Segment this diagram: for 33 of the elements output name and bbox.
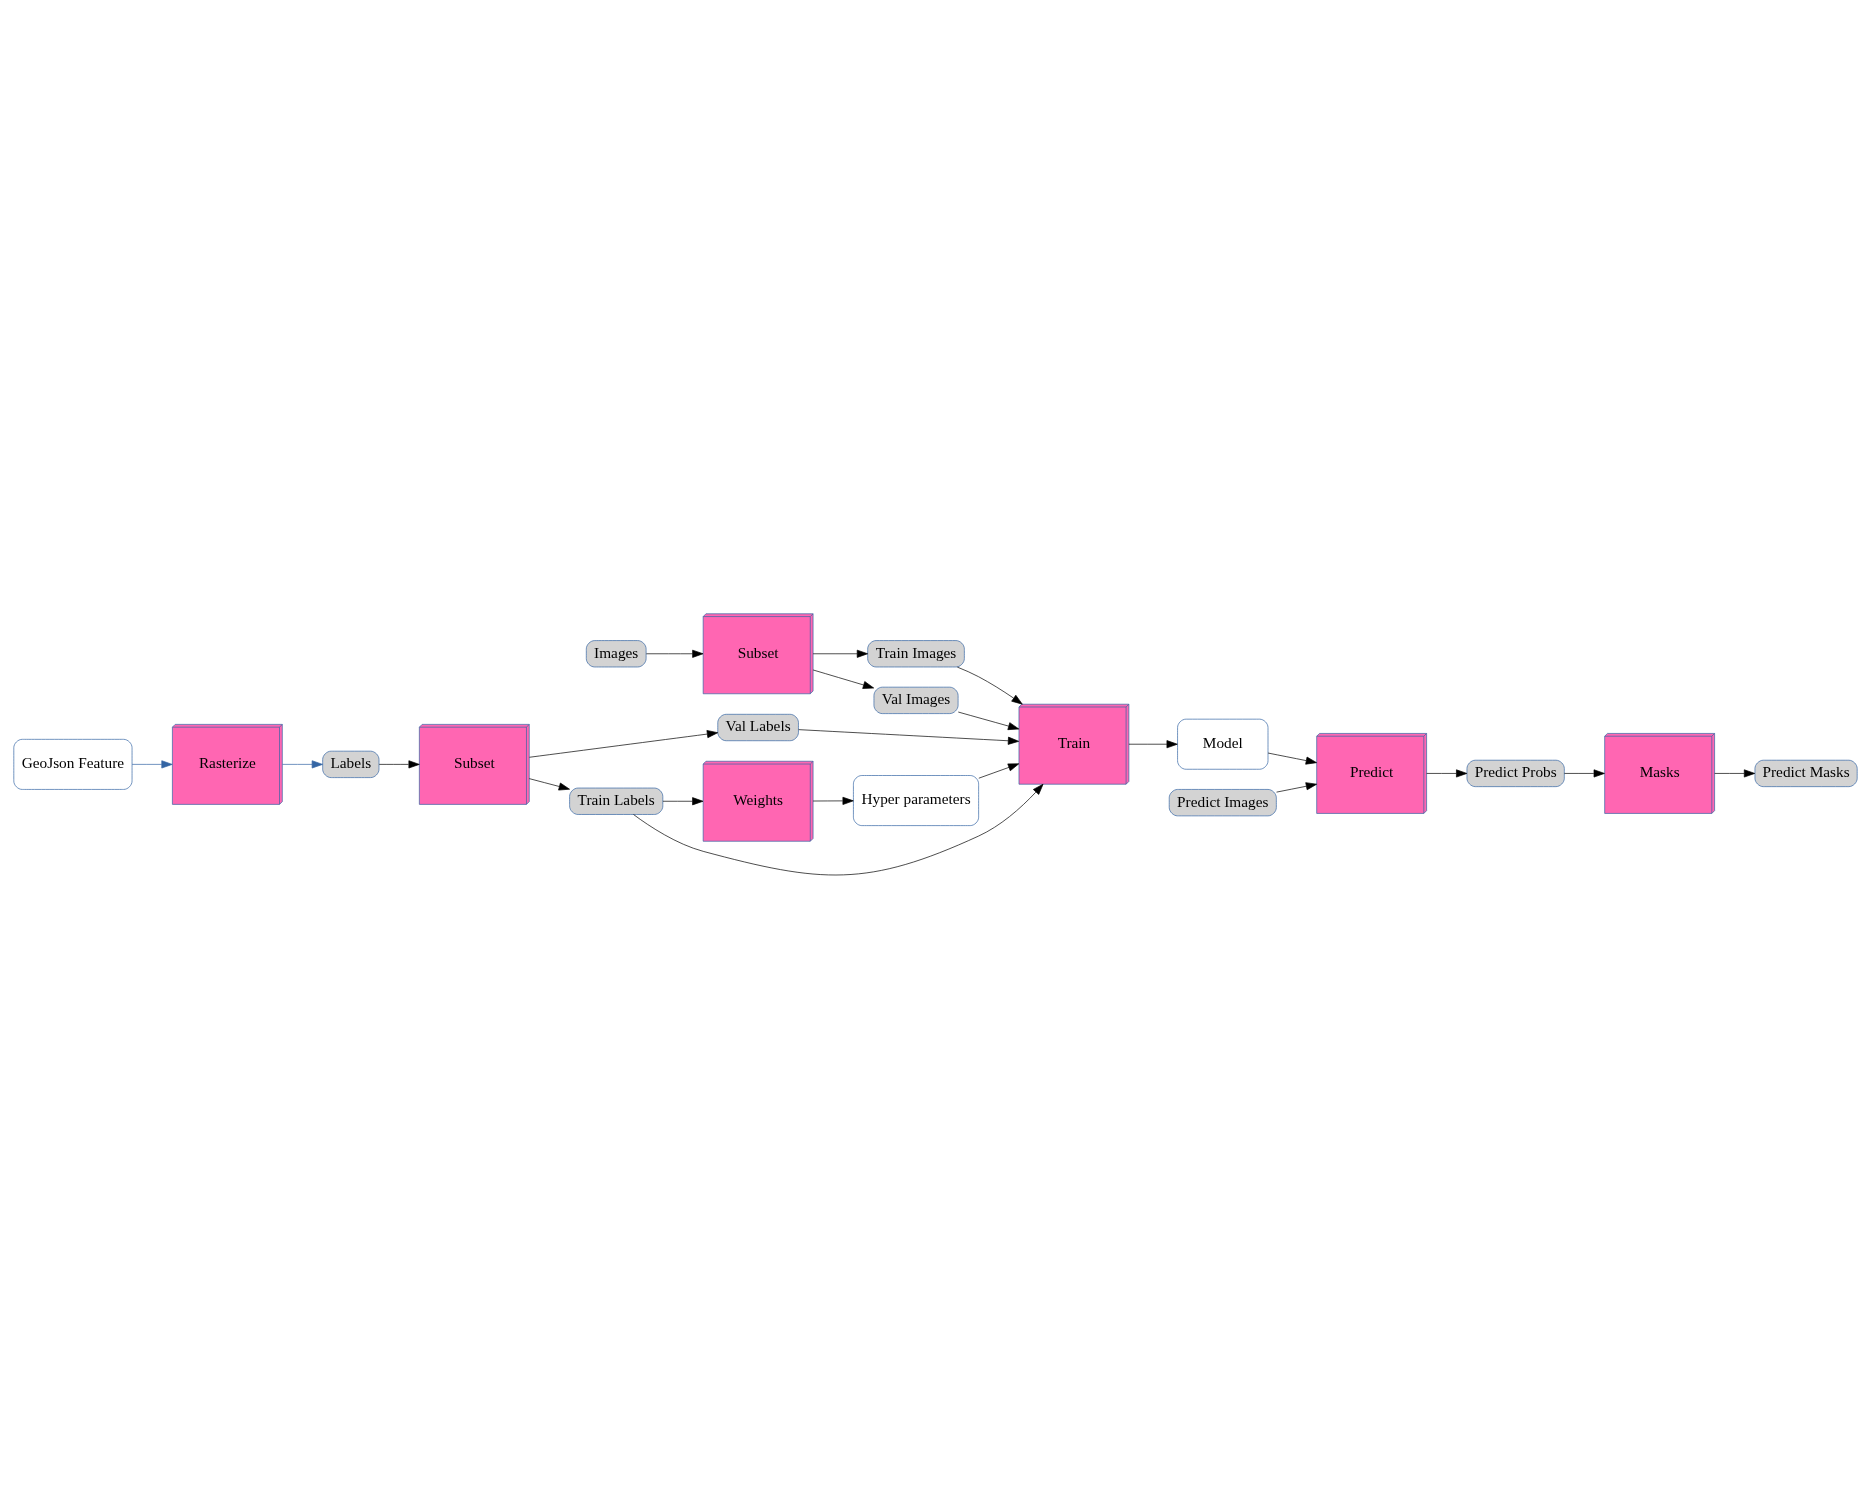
arrow <box>957 711 1019 730</box>
arrow <box>632 783 1043 875</box>
arrow <box>1275 781 1317 792</box>
arrow <box>812 669 874 689</box>
arrow <box>1425 768 1467 777</box>
node-box: Hyper parameters <box>852 774 979 826</box>
arrow <box>378 759 420 768</box>
node-box: Val Labels <box>716 713 799 741</box>
arrow <box>956 666 1023 704</box>
node-box: Predict Images <box>1168 788 1277 816</box>
arrow <box>645 649 703 658</box>
arrow <box>528 777 570 790</box>
arrow <box>977 762 1019 779</box>
arrow <box>131 759 173 768</box>
node-box: Val Images <box>873 686 958 714</box>
node-box: Train Labels <box>568 787 663 815</box>
arrow <box>281 759 323 768</box>
arrow <box>662 796 703 805</box>
arrow <box>1713 768 1755 777</box>
arrow <box>812 796 854 805</box>
arrow <box>812 649 868 658</box>
arrow <box>797 728 1019 745</box>
node-box: Images <box>585 639 646 667</box>
arrow <box>528 729 718 758</box>
arrow <box>1267 752 1317 765</box>
node-box: GeoJson Feature <box>12 738 132 790</box>
arrow <box>1563 768 1605 777</box>
node-box: Train Images <box>866 639 965 667</box>
node-box: Model <box>1176 718 1268 770</box>
node-box: Predict Probs <box>1466 759 1565 787</box>
node-box: Labels <box>321 750 379 778</box>
arrow <box>1128 739 1178 748</box>
node-box: Predict Masks <box>1754 759 1858 787</box>
